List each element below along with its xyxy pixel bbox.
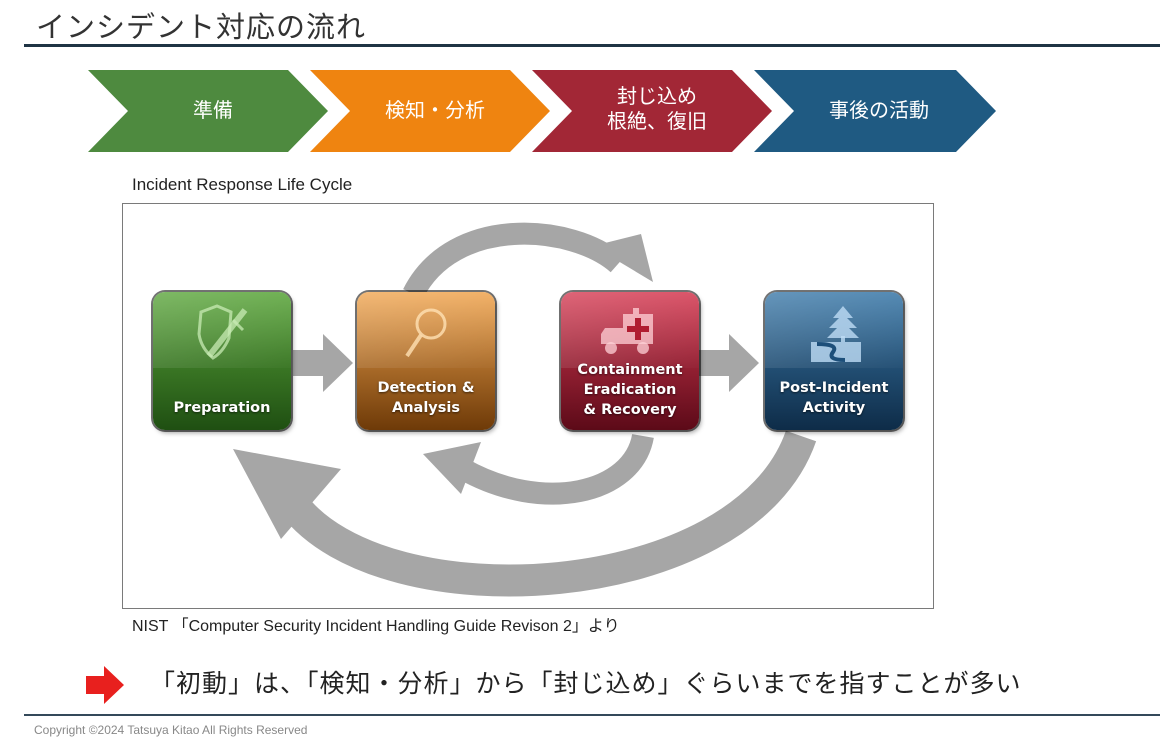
- chevron-text-line2: 根絶、復旧: [607, 109, 707, 133]
- phase-label-line: Eradication: [583, 382, 677, 398]
- phase-label-line: Preparation: [173, 400, 271, 416]
- right-arrow-icon: [86, 666, 124, 704]
- chevron-label-containment: 封じ込め 根絶、復旧: [572, 84, 742, 134]
- chevron-text: 準備: [193, 98, 233, 122]
- phase-label: Preparation: [153, 398, 291, 418]
- lifecycle-arrows: [233, 222, 817, 597]
- chevron-containment: [532, 70, 772, 152]
- magnifier-icon: [405, 308, 447, 358]
- phase-label-line: Analysis: [392, 400, 460, 416]
- lifecycle-figure: Preparation Detection & Analysis Contain…: [122, 203, 934, 609]
- phase-label: Containment Eradication & Recovery: [561, 360, 699, 420]
- footer-divider: [24, 714, 1160, 716]
- arrowhead-contain-post: [729, 334, 759, 392]
- arc-arrowhead-inner: [423, 442, 481, 494]
- phase-label-line: & Recovery: [583, 402, 677, 418]
- phase-post-incident: Post-Incident Activity: [765, 292, 903, 430]
- ambulance-icon: [601, 308, 653, 354]
- chevron-text: 検知・分析: [385, 98, 485, 122]
- phase-label: Detection & Analysis: [357, 378, 495, 418]
- tree-path-icon: [811, 306, 861, 362]
- phase-containment: Containment Eradication & Recovery: [561, 292, 699, 430]
- chevron-text-line1: 封じ込め: [617, 84, 697, 108]
- process-chevrons: 準備 検知・分析 封じ込め 根絶、復旧 事後の活動: [88, 70, 1000, 152]
- box-gloss: [153, 292, 291, 368]
- phase-label-line: Containment: [577, 362, 683, 378]
- title-divider: [24, 44, 1160, 47]
- chevron-detection: [310, 70, 550, 152]
- figure-caption: Incident Response Life Cycle: [132, 175, 353, 194]
- chevron-text: 事後の活動: [829, 98, 929, 122]
- phase-preparation: Preparation: [153, 292, 291, 430]
- note-arrow-shape: [86, 666, 124, 704]
- slide-title: インシデント対応の流れ: [36, 10, 367, 44]
- phase-label-line: Post-Incident: [779, 380, 889, 396]
- phase-label-line: Detection &: [377, 380, 475, 396]
- chevron-post-incident: [754, 70, 996, 152]
- phase-label-line: Activity: [802, 400, 866, 416]
- arc-arrowhead-outer: [233, 449, 341, 539]
- arc-arrowhead-top: [593, 234, 653, 282]
- chevron-label-preparation: 準備: [128, 98, 298, 123]
- phase-detection: Detection & Analysis: [357, 292, 495, 430]
- shield-sword-icon: [197, 304, 248, 360]
- arc-arrow-detection-to-containment: [403, 222, 626, 300]
- phase-label: Post-Incident Activity: [765, 378, 903, 418]
- chevron-label-post-incident: 事後の活動: [794, 98, 964, 123]
- chevron-label-detection: 検知・分析: [350, 98, 520, 123]
- key-point-note: 「初動」は、「検知・分析」から「封じ込め」ぐらいまでを指すことが多い: [150, 669, 1022, 698]
- chevron-shapes: [88, 70, 996, 152]
- chevron-preparation: [88, 70, 328, 152]
- box-gloss: [357, 292, 495, 368]
- arc-arrow-containment-to-detection: [457, 433, 654, 505]
- arc-arrow-post-to-preparation: [280, 430, 817, 597]
- copyright-text: Copyright ©2024 Tatsuya Kitao All Rights…: [34, 723, 308, 737]
- figure-source: NIST 「Computer Security Incident Handlin…: [132, 618, 620, 635]
- arrowhead-prep-detect: [323, 334, 353, 392]
